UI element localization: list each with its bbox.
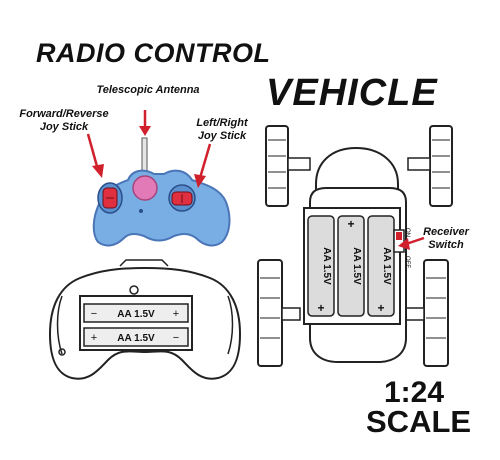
receiver-arrow bbox=[398, 236, 425, 250]
center-button bbox=[132, 175, 158, 201]
remote-top-view bbox=[92, 110, 231, 247]
receiver-switch bbox=[393, 229, 405, 253]
vehicle-battery-3-label: AA 1.5V bbox=[381, 247, 392, 285]
switch-off-label: OFF bbox=[404, 256, 410, 268]
scale-ratio: 1:24 bbox=[383, 376, 445, 409]
plus-icon: + bbox=[317, 301, 324, 315]
arrow-left-icon bbox=[194, 143, 212, 188]
remote-battery-2-label: AA 1.5V bbox=[117, 333, 155, 344]
title-vehicle: VEHICLE bbox=[266, 72, 438, 114]
rear-right-wheel bbox=[423, 259, 449, 367]
receiver-switch-label-line2: Switch bbox=[428, 239, 464, 251]
plus-icon: + bbox=[91, 332, 97, 344]
minus-sign: − bbox=[173, 332, 179, 344]
forward-reverse-label: Forward/Reverse Joy Stick bbox=[0, 108, 128, 134]
receiver-switch-label: Receiver Switch bbox=[418, 226, 474, 252]
arrow-left-icon bbox=[398, 236, 425, 250]
left-right-label-line2: Joy Stick bbox=[197, 130, 247, 142]
plus-icon: + bbox=[347, 217, 354, 231]
plus-icon: + bbox=[173, 308, 179, 320]
vehicle-battery-2-label: AA 1.5V bbox=[351, 247, 362, 285]
minus-sign: − bbox=[91, 308, 97, 320]
arrow-right-icon bbox=[86, 133, 104, 178]
switch-on-label: ON bbox=[404, 228, 410, 237]
scale-word: SCALE bbox=[366, 404, 472, 439]
forward-reverse-joystick bbox=[97, 182, 123, 214]
vehicle-front-cab bbox=[315, 146, 399, 191]
forward-reverse-label-line2: Joy Stick bbox=[39, 121, 89, 133]
left-right-label: Left/Right Joy Stick bbox=[184, 117, 260, 143]
vehicle-top-view: AA 1.5V AA 1.5V AA 1.5V + + + ON OFF bbox=[257, 125, 453, 367]
front-right-wheel bbox=[429, 125, 453, 207]
remote-body bbox=[92, 169, 231, 247]
plus-icon: + bbox=[377, 301, 384, 315]
forward-reverse-label-line1: Forward/Reverse bbox=[19, 108, 109, 120]
indicator-dot bbox=[139, 209, 143, 213]
receiver-switch-label-line1: Receiver bbox=[423, 226, 469, 238]
title-radio-control: RADIO CONTROL bbox=[36, 38, 271, 68]
arrow-down-icon bbox=[139, 110, 151, 136]
left-right-label-line1: Left/Right bbox=[196, 117, 248, 129]
remote-bottom-view: AA 1.5V AA 1.5V − + + − bbox=[48, 259, 242, 380]
remote-battery-1-label: AA 1.5V bbox=[117, 309, 155, 320]
antenna-label: Telescopic Antenna bbox=[96, 84, 200, 96]
vehicle-battery-1-label: AA 1.5V bbox=[321, 247, 332, 285]
front-left-wheel bbox=[265, 125, 289, 207]
left-right-joystick bbox=[168, 184, 196, 212]
joystick-arrows bbox=[86, 133, 212, 188]
rear-left-wheel bbox=[257, 259, 283, 367]
